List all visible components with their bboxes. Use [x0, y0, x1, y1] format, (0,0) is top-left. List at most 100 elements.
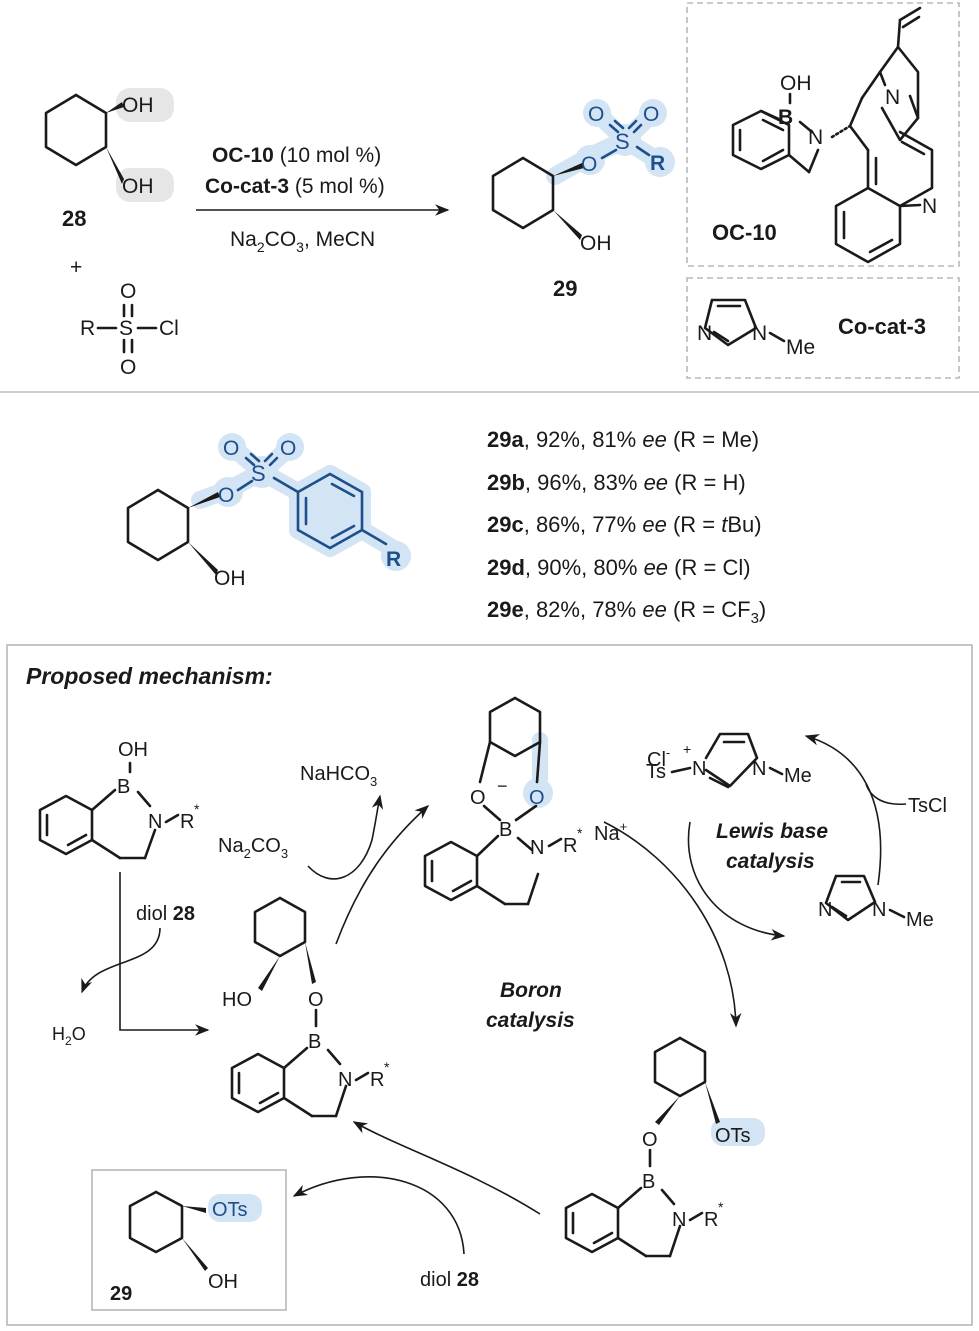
svg-text:O: O: [529, 787, 545, 809]
svg-text:N: N: [148, 811, 162, 833]
boronic-ester-intermediate: HO O B N R *: [222, 896, 390, 1118]
svg-text:Me: Me: [784, 765, 812, 787]
product-29: O S O O R OH 29: [491, 99, 675, 301]
cocatalyst-methylimidazole: N N Me Co-cat-3: [697, 298, 926, 359]
tosyl-chloride: TsCl: [908, 795, 947, 817]
svg-text:N: N: [752, 758, 766, 780]
product-label: 29: [553, 276, 577, 301]
svg-text:−: −: [497, 776, 508, 796]
svg-text:+: +: [683, 741, 691, 757]
svg-text:N: N: [808, 126, 823, 149]
svg-text:N: N: [530, 837, 544, 859]
svg-text:Me: Me: [786, 336, 815, 359]
svg-text:O: O: [280, 437, 296, 460]
conditions-text: Na2CO3, MeCN: [230, 228, 375, 255]
svg-text:N: N: [872, 899, 886, 921]
svg-text:R: R: [370, 1069, 384, 1091]
svg-text:N: N: [672, 1209, 686, 1231]
diol-28: OH OH 28: [44, 88, 174, 231]
svg-text:B: B: [117, 776, 130, 798]
svg-text:B: B: [499, 819, 512, 841]
svg-text:diol 28: diol 28: [420, 1269, 479, 1291]
svg-text:*: *: [194, 801, 200, 817]
tosyl-imidazolium: Cl- Ts + N N Me: [646, 732, 812, 789]
product-box: [91, 1169, 287, 1311]
svg-text:Co-cat-3 (5 mol %): Co-cat-3 (5 mol %): [205, 175, 385, 198]
svg-text:B: B: [642, 1171, 655, 1193]
lewis-base-label: Lewis base: [716, 820, 828, 843]
svg-text:*: *: [577, 825, 583, 841]
svg-text:O: O: [581, 153, 597, 176]
svg-text:O: O: [643, 103, 659, 126]
svg-text:Na+: Na+: [594, 819, 627, 845]
result-29b: 29b, 96%, 83% ee (R = H): [487, 470, 746, 495]
tosylate-boronic-ester: O OTs B N R *: [564, 1036, 765, 1258]
svg-text:OH: OH: [118, 739, 148, 761]
free-catalyst: B OH N R *: [38, 739, 200, 860]
svg-text:R: R: [704, 1209, 718, 1231]
cocat-box: [686, 277, 960, 379]
mechanism-title: Proposed mechanism:: [26, 663, 273, 689]
water: H2O: [52, 1024, 86, 1048]
svg-text:O: O: [120, 356, 136, 379]
catalyst-label: OC-10: [712, 220, 777, 245]
aryl-sulfonate-structure: O S O O R OH: [126, 433, 411, 590]
svg-text:Cl: Cl: [159, 317, 179, 340]
cocat-label: Co-cat-3: [838, 314, 926, 339]
atom-oh: OH: [122, 175, 154, 198]
svg-text:O: O: [120, 280, 136, 303]
reaction-arrow-conditions: OC-10 (10 mol %) Co-cat-3 (5 mol %) Na2C…: [196, 144, 450, 255]
svg-text:N: N: [692, 758, 706, 780]
sulfonyl-chloride: O R S Cl O: [80, 280, 179, 379]
reagent-oc10: OC-10: [212, 144, 274, 167]
svg-text:OH: OH: [580, 232, 612, 255]
entry-arrow: [119, 872, 210, 1036]
svg-text:B: B: [308, 1031, 321, 1053]
svg-text:OC-10 (10 mol %): OC-10 (10 mol %): [212, 144, 381, 167]
svg-text:*: *: [718, 1199, 724, 1215]
svg-text:N: N: [697, 322, 712, 345]
catalyst-box: [686, 2, 960, 267]
svg-text:O: O: [223, 437, 239, 460]
result-29c: 29c, 86%, 77% ee (R = tBu): [487, 512, 762, 537]
svg-text:OTs: OTs: [715, 1125, 751, 1147]
svg-text:Ts: Ts: [646, 761, 666, 783]
svg-text:O: O: [308, 989, 324, 1011]
svg-text:Me: Me: [906, 909, 934, 931]
svg-text:R: R: [563, 835, 577, 857]
svg-text:OTs: OTs: [212, 1199, 248, 1221]
methylimidazole-regenerated: N N Me: [818, 874, 934, 931]
diol-label: 28: [62, 206, 86, 231]
atom-oh: OH: [122, 94, 154, 117]
result-29e: 29e, 82%, 78% ee (R = CF3): [487, 597, 766, 627]
svg-text:N: N: [818, 899, 832, 921]
svg-text:S: S: [251, 461, 266, 486]
sodium-carbonate: Na2CO3: [218, 835, 288, 861]
result-29a: 29a, 92%, 81% ee (R = Me): [487, 427, 759, 452]
svg-text:*: *: [384, 1059, 390, 1075]
sodium-bicarbonate: NaHCO3: [300, 763, 377, 789]
product-29-mechanism: OTs OH 29: [110, 1190, 262, 1305]
borate-complex: O O − B N R * Na+: [423, 696, 627, 906]
svg-text:B: B: [778, 106, 793, 129]
svg-text:OH: OH: [214, 567, 246, 590]
svg-text:R: R: [650, 152, 665, 175]
svg-text:catalysis: catalysis: [726, 850, 815, 873]
svg-text:O: O: [588, 103, 604, 126]
svg-text:O: O: [642, 1129, 658, 1151]
svg-text:diol 28: diol 28: [136, 903, 195, 925]
svg-text:Cl-: Cl-: [647, 745, 670, 771]
svg-text:N: N: [338, 1069, 352, 1091]
catalyst-oc10: B OH N N N OC-10: [712, 6, 937, 264]
svg-text:catalysis: catalysis: [486, 1009, 575, 1032]
svg-text:N: N: [752, 322, 767, 345]
svg-text:S: S: [615, 129, 630, 154]
product-label-mechanism: 29: [110, 1283, 132, 1305]
svg-text:N: N: [885, 86, 900, 109]
svg-text:OH: OH: [780, 72, 812, 95]
svg-text:O: O: [218, 484, 234, 507]
svg-text:OH: OH: [208, 1271, 238, 1293]
results-list: 29a, 92%, 81% ee (R = Me) 29b, 96%, 83% …: [487, 427, 766, 627]
svg-text:R: R: [80, 317, 95, 340]
